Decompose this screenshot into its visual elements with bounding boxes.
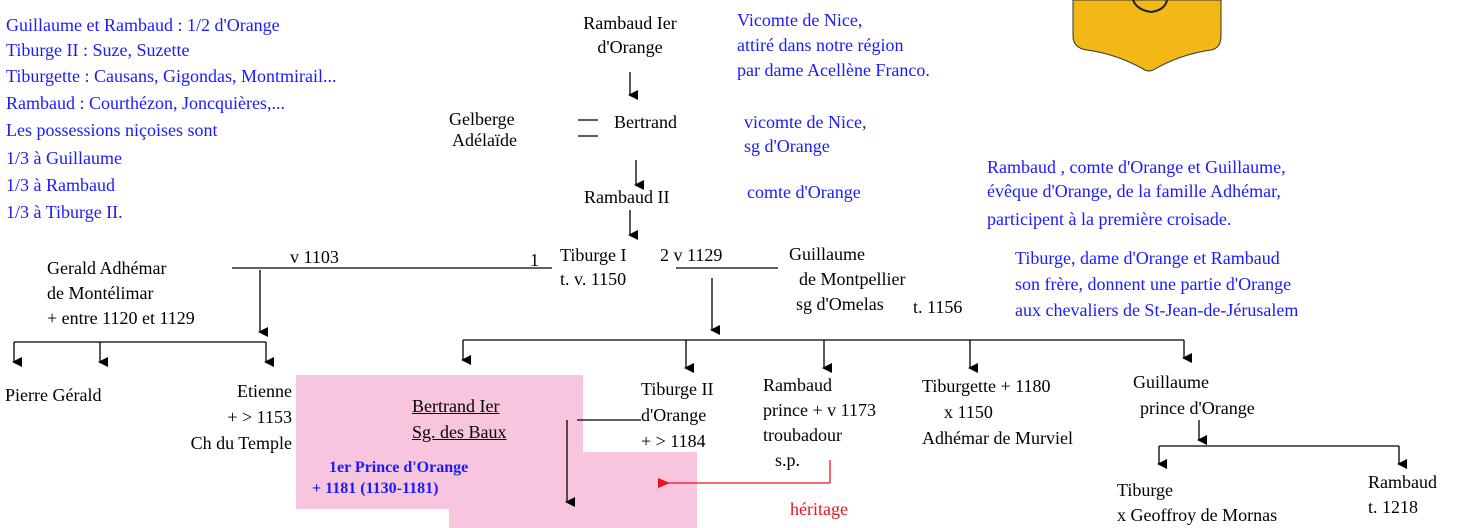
person-etienne: Etienne + > 1153 Ch du Temple — [150, 378, 292, 456]
note-croisade-l3: participent à la première croisade. — [987, 209, 1232, 229]
coat-of-arms-icon — [1072, 0, 1222, 72]
person-tiburge-2-name: Tiburge II — [641, 379, 714, 399]
person-rambaud-2: Rambaud II — [584, 187, 670, 207]
person-bertrand: Bertrand — [614, 112, 677, 132]
note-donation: Tiburge, dame d'Orange et Rambaud son fr… — [1015, 245, 1298, 323]
person-rambaud-prince-role: troubadour — [763, 425, 842, 445]
note-vicomte-nice-1-l1: Vicomte de Nice, — [737, 10, 863, 30]
person-guillaume-prince: Guillaume prince d'Orange — [1133, 369, 1255, 421]
person-prince-orange-title: 1er Prince d'Orange — [329, 459, 469, 476]
inheritance-note-1: Guillaume et Rambaud : 1/2 d'Orange — [6, 15, 280, 35]
person-bertrand-baux-title: Sg. des Baux — [412, 422, 507, 442]
person-guillaume-montpellier-l3: sg d'Omelas — [796, 294, 884, 314]
note-donation-l3: aux chevaliers de St-Jean-de-Jérusalem — [1015, 300, 1299, 320]
person-etienne-title: Ch du Temple — [190, 433, 292, 453]
person-gerald-place: de Montélimar — [47, 283, 154, 303]
person-rambaud-1-title: d'Orange — [597, 37, 663, 57]
note-donation-l1: Tiburge, dame d'Orange et Rambaud — [1015, 248, 1280, 268]
person-rambaud-prince-title: prince + v 1173 — [763, 400, 876, 420]
inheritance-note-8: 1/3 à Tiburge II. — [6, 202, 123, 222]
person-rambaud-1218-name: Rambaud — [1368, 472, 1437, 492]
person-tiburgette-marriage: x 1150 — [944, 402, 993, 422]
person-rambaud-prince-name: Rambaud — [763, 375, 832, 395]
person-tiburge-1-date: t. v. 1150 — [560, 269, 627, 289]
person-rambaud-1218: Rambaud t. 1218 — [1368, 470, 1437, 520]
inheritance-note-5: Les possessions niçoises sont — [6, 120, 218, 140]
person-gerald: Gerald Adhémar de Montélimar + entre 112… — [47, 256, 195, 331]
person-rambaud-prince: Rambaud prince + v 1173 troubadour s.p. — [763, 373, 876, 473]
person-tiburgette-spouse: Adhémar de Murviel — [922, 428, 1073, 448]
person-tiburgette: Tiburgette + 1180 x 1150 Adhémar de Murv… — [922, 373, 1073, 451]
person-pierre-gerald: Pierre Gérald — [5, 385, 102, 405]
note-vicomte-nice-2-l1: vicomte de Nice, — [744, 112, 867, 132]
person-guillaume-montpellier-l1: Guillaume — [789, 244, 865, 264]
person-gerald-date: + entre 1120 et 1129 — [47, 308, 195, 328]
highlight-bertrand-lower — [449, 452, 697, 528]
person-tiburge-2-title: d'Orange — [641, 405, 707, 425]
person-rambaud-1218-date: t. 1218 — [1368, 497, 1419, 517]
note-vicomte-nice-1: Vicomte de Nice, attiré dans notre régio… — [737, 8, 930, 83]
note-comte-orange: comte d'Orange — [747, 182, 861, 202]
person-prince-orange: 1er Prince d'Orange + 1181 (1130-1181) — [312, 457, 468, 499]
inheritance-note-6: 1/3 à Guillaume — [6, 148, 122, 168]
person-guillaume-montpellier-l2: de Montpellier — [799, 269, 906, 289]
note-croisade: Rambaud , comte d'Orange et Guillaume, é… — [987, 154, 1286, 232]
person-tiburge-mornas-name: Tiburge — [1117, 480, 1174, 500]
note-vicomte-nice-2-l2: sg d'Orange — [744, 136, 830, 156]
inheritance-note-7: 1/3 à Rambaud — [6, 175, 115, 195]
person-gerald-name: Gerald Adhémar — [47, 258, 167, 278]
note-croisade-l2: évêque d'Orange, de la famille Adhémar, — [987, 181, 1281, 201]
person-rambaud-1-name: Rambaud Ier — [583, 13, 677, 33]
person-gelberge: Gelberge — [449, 109, 515, 129]
note-vicomte-nice-1-l2: attiré dans notre région — [737, 35, 904, 55]
marriage-2-label: 2 v 1129 — [660, 245, 723, 265]
inheritance-note-2: Tiburge II : Suze, Suzette — [6, 40, 190, 60]
person-tiburge-mornas: Tiburge x Geoffroy de Mornas — [1117, 478, 1277, 528]
note-vicomte-nice-2: vicomte de Nice, sg d'Orange — [744, 110, 866, 158]
person-guillaume-prince-name: Guillaume — [1133, 372, 1209, 392]
person-tiburge-mornas-spouse: x Geoffroy de Mornas — [1117, 505, 1278, 525]
person-rambaud-1: Rambaud Ier d'Orange — [560, 11, 700, 59]
marriage-1-date: v 1103 — [290, 247, 339, 267]
person-bertrand-baux: Bertrand Ier Sg. des Baux — [412, 393, 507, 445]
person-adelaide: Adélaïde — [452, 130, 517, 150]
heritage-label: héritage — [790, 499, 848, 519]
note-vicomte-nice-1-l3: par dame Acellène Franco. — [737, 60, 930, 80]
person-guillaume-montpellier-date: t. 1156 — [913, 297, 963, 317]
inheritance-note-4: Rambaud : Courthézon, Joncquières,... — [6, 93, 285, 113]
person-rambaud-prince-sp: s.p. — [775, 450, 801, 470]
person-tiburge-1-name: Tiburge I — [560, 245, 627, 265]
note-croisade-l1: Rambaud , comte d'Orange et Guillaume, — [987, 157, 1286, 177]
marriage-1-number: 1 — [530, 250, 539, 270]
person-guillaume-montpellier: Guillaume de Montpellier sg d'Omelas — [789, 242, 905, 317]
person-etienne-name: Etienne — [237, 381, 292, 401]
person-guillaume-prince-title: prince d'Orange — [1140, 398, 1255, 418]
note-donation-l2: son frère, donnent une partie d'Orange — [1015, 274, 1292, 294]
person-tiburge-2-date: + > 1184 — [641, 431, 706, 451]
person-etienne-date: + > 1153 — [227, 407, 292, 427]
person-tiburgette-name: Tiburgette + 1180 — [922, 376, 1051, 396]
person-bertrand-baux-name: Bertrand Ier — [412, 396, 500, 416]
inheritance-note-3: Tiburgette : Causans, Gigondas, Montmira… — [6, 66, 337, 86]
person-tiburge-2: Tiburge II d'Orange + > 1184 — [641, 376, 714, 454]
person-tiburge-1: Tiburge I t. v. 1150 — [560, 243, 627, 291]
person-prince-orange-date: + 1181 (1130-1181) — [312, 480, 439, 497]
